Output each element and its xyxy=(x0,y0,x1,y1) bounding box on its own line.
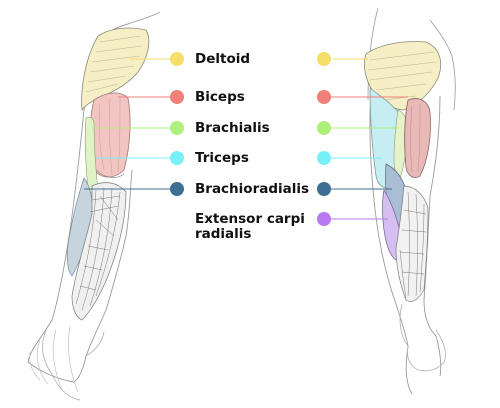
right-arm-illustration xyxy=(364,7,456,395)
label-triceps: Triceps xyxy=(195,150,249,166)
dot-triceps-right xyxy=(317,151,331,165)
right-hand-outline xyxy=(399,303,446,372)
left-forearm-muscles xyxy=(71,182,127,321)
right-forearm-muscles xyxy=(395,185,429,302)
dot-brachialis-right xyxy=(317,121,331,135)
dot-deltoid-left xyxy=(170,52,184,66)
label-brachioradialis: Brachioradialis xyxy=(195,181,310,197)
label-brachialis: Brachialis xyxy=(195,120,270,136)
label-extensor-carpi-radialis-line1: Extensor carpi xyxy=(195,211,305,227)
left-biceps-muscle xyxy=(89,92,131,178)
right-extensor-carpi-radialis-muscle xyxy=(382,189,402,261)
dot-biceps-right xyxy=(317,90,331,104)
dot-brachialis-left xyxy=(170,121,184,135)
left-deltoid-muscle xyxy=(81,27,150,112)
dot-extensor-right xyxy=(317,212,331,226)
left-arm-outline xyxy=(27,11,161,383)
right-torso-outline xyxy=(367,7,456,111)
label-deltoid: Deltoid xyxy=(195,51,251,67)
dot-brachioradialis-left xyxy=(170,182,184,196)
left-elbow xyxy=(95,169,125,178)
right-arm-outline xyxy=(369,79,442,395)
dot-biceps-left xyxy=(170,90,184,104)
dot-deltoid-right xyxy=(317,52,331,66)
legend-dots xyxy=(170,52,331,226)
dot-triceps-left xyxy=(170,151,184,165)
leader-lines xyxy=(84,58,408,220)
label-biceps: Biceps xyxy=(195,89,245,105)
left-arm-illustration xyxy=(27,11,161,401)
left-fingers xyxy=(29,325,79,393)
right-biceps-muscle xyxy=(404,98,431,178)
label-extensor-carpi-radialis-line2: radialis xyxy=(195,226,252,242)
left-hand-outline xyxy=(42,329,105,401)
dot-brachioradialis-right xyxy=(317,182,331,196)
